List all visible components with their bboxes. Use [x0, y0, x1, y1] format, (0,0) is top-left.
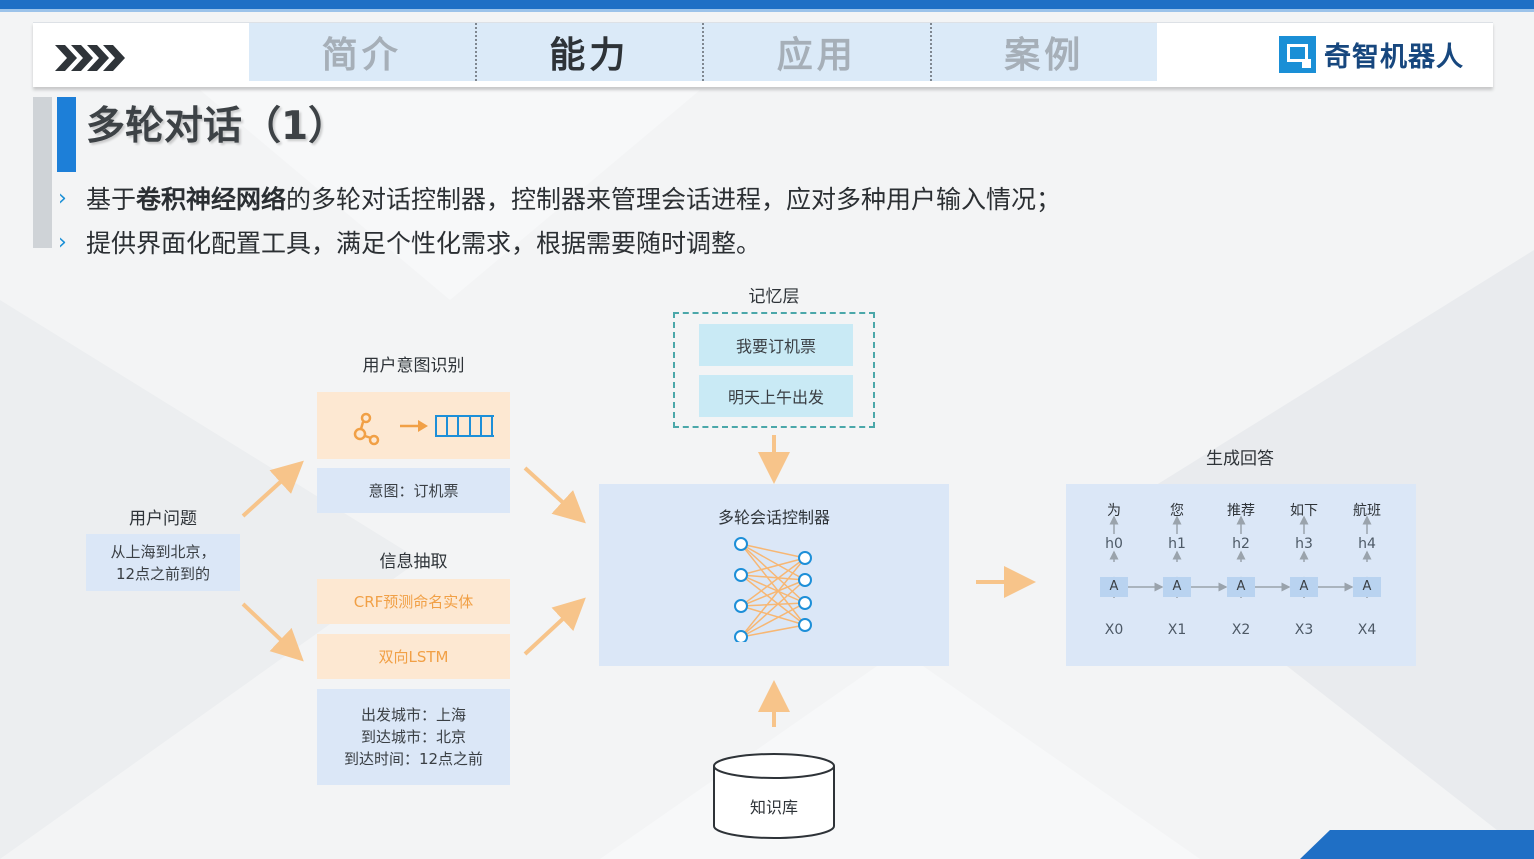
bullet-1-post: 的多轮对话控制器，控制器来管理会话进程，应对多种用户输入情况； [286, 185, 1062, 214]
bullet-chevron-icon: › [58, 229, 67, 255]
rnn-cell-0: A [1100, 577, 1128, 597]
controller-label: 多轮会话控制器 [717, 508, 830, 527]
generation-box: 为 您 推荐 如下 航班 h0 h1 h2 h3 h4 A A A A A X0… [1066, 484, 1416, 666]
hidden-state-0: h0 [1105, 536, 1123, 552]
rnn-cell-3: A [1290, 577, 1318, 597]
output-word-3: 推荐 [1227, 503, 1255, 519]
bullet-1-bold: 卷积神经网络 [136, 185, 287, 214]
neural-network-icon [734, 537, 812, 642]
corner-decoration [1300, 830, 1534, 859]
bullet-1-pre: 基于 [86, 185, 137, 214]
rnn-cell-2: A [1227, 577, 1255, 597]
extraction-label: 信息抽取 [379, 552, 448, 572]
chevron-right-icon [55, 45, 125, 71]
bullet-chevron-icon: › [58, 185, 67, 211]
user-question-line2: 12点之前到的 [115, 564, 211, 583]
hidden-state-3: h3 [1295, 536, 1313, 552]
arrow-question-to-extraction [241, 602, 304, 662]
arrow-intent-to-controller [523, 466, 586, 524]
title-accent [57, 97, 76, 172]
bullet-2-text: 提供界面化配置工具，满足个性化需求，根据需要随时调整。 [86, 229, 762, 258]
hidden-state-4: h4 [1358, 536, 1376, 552]
output-word-1: 为 [1107, 503, 1121, 519]
tab-intro[interactable]: 简介 [249, 23, 477, 81]
nav-tabs: 简介 能力 应用 案例 [249, 23, 1157, 81]
page-title: 多轮对话（1） [86, 104, 348, 149]
tab-capability[interactable]: 能力 [477, 23, 704, 81]
controller-box: 多轮会话控制器 [599, 484, 949, 666]
input-token-3: X3 [1294, 622, 1314, 638]
knowledge-base-label: 知识库 [749, 798, 798, 817]
memory-label: 记忆层 [748, 287, 800, 307]
user-question-line1: 从上海到北京， [110, 542, 216, 561]
input-token-1: X1 [1167, 622, 1187, 638]
logo-icon [1279, 36, 1316, 73]
memory-item-1: 我要订机票 [699, 324, 853, 366]
user-question-label: 用户问题 [129, 509, 197, 529]
arrow-extraction-to-controller [523, 597, 586, 656]
crf-step-box: CRF预测命名实体 [317, 579, 510, 624]
intent-label: 用户意图识别 [362, 356, 465, 376]
input-token-4: X4 [1357, 622, 1377, 638]
intent-icon-box [317, 392, 510, 459]
hidden-state-1: h1 [1168, 536, 1186, 552]
extraction-result-3: 到达时间：12点之前 [343, 750, 484, 768]
top-accent-bar [0, 0, 1534, 12]
output-word-2: 您 [1170, 503, 1184, 519]
arrow-question-to-intent [241, 460, 304, 518]
intent-result-box: 意图：订机票 [317, 468, 510, 513]
share-network-icon [353, 412, 494, 445]
brand-logo: 奇智机器人 [1279, 35, 1464, 74]
top-navigation: 简介 能力 应用 案例 奇智机器人 [33, 22, 1493, 87]
side-decoration [33, 97, 52, 248]
memory-layer-box: 我要订机票 明天上午出发 [673, 312, 875, 428]
logo-text: 奇智机器人 [1324, 42, 1464, 73]
input-token-0: X0 [1104, 622, 1124, 638]
tab-application[interactable]: 应用 [704, 23, 932, 81]
rnn-cell-1: A [1163, 577, 1191, 597]
input-token-2: X2 [1231, 622, 1251, 638]
hidden-state-2: h2 [1232, 536, 1250, 552]
lstm-step-box: 双向LSTM [317, 634, 510, 679]
memory-item-2: 明天上午出发 [699, 375, 853, 417]
tab-cases[interactable]: 案例 [1004, 35, 1085, 76]
output-word-4: 如下 [1290, 503, 1318, 519]
extraction-result-2: 到达城市：北京 [360, 728, 466, 746]
extraction-result-1: 出发城市：上海 [360, 706, 466, 724]
generation-label: 生成回答 [1206, 449, 1274, 469]
bullet-2: › 提供界面化配置工具，满足个性化需求，根据需要随时调整。 [58, 224, 761, 260]
user-question-box: 从上海到北京， 12点之前到的 [86, 534, 240, 591]
knowledge-base-icon [713, 753, 835, 839]
extraction-result-box: 出发城市：上海 到达城市：北京 到达时间：12点之前 [317, 689, 510, 785]
output-word-5: 航班 [1353, 503, 1381, 519]
bullet-1: › 基于卷积神经网络的多轮对话控制器，控制器来管理会话进程，应对多种用户输入情况… [58, 180, 1061, 216]
rnn-cell-4: A [1353, 577, 1381, 597]
